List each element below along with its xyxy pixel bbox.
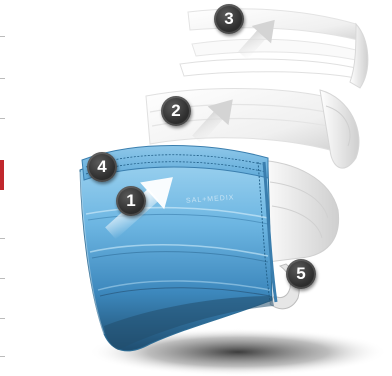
marker-3: 3 xyxy=(214,4,244,34)
marker-2: 2 xyxy=(161,96,191,126)
marker-4: 4 xyxy=(87,152,117,182)
marker-5: 5 xyxy=(286,259,316,289)
marker-1: 1 xyxy=(116,186,146,216)
